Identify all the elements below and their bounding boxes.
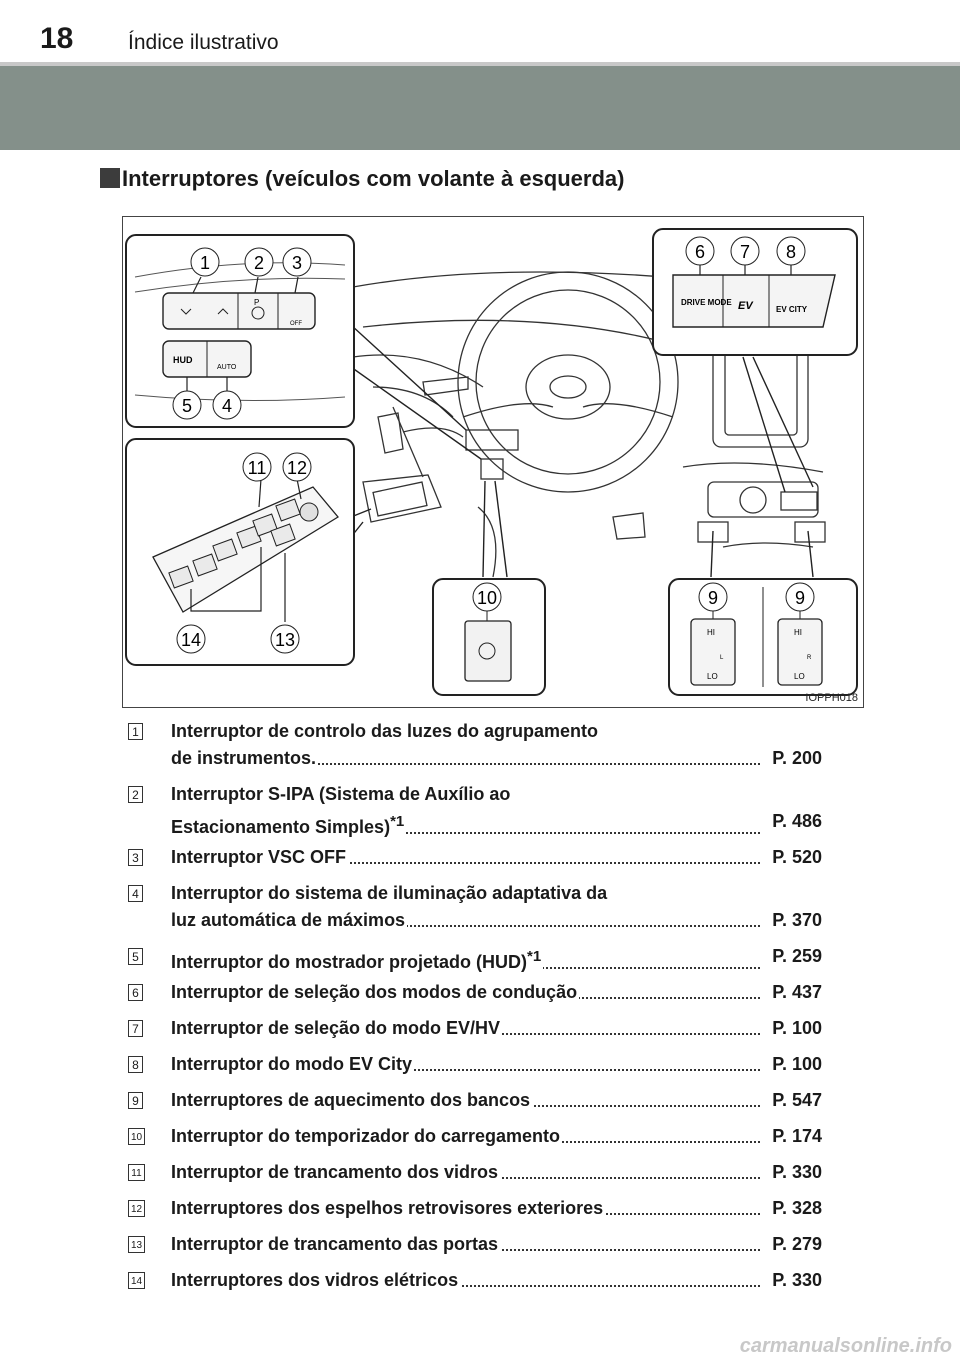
callout-10: 10 <box>477 588 497 608</box>
lo-label-left: LO <box>707 672 718 681</box>
legend-number-badge: 8 <box>128 1056 143 1073</box>
legend-number-badge: 9 <box>128 1092 143 1109</box>
running-header: Índice ilustrativo <box>128 31 279 54</box>
legend-number-badge: 6 <box>128 984 143 1001</box>
legend-text: Estacionamento Simples) <box>171 817 391 837</box>
p-label: P <box>254 298 259 307</box>
legend-text: Interruptor de controlo das luzes do agr… <box>171 721 601 741</box>
callout-12: 12 <box>287 458 307 478</box>
callout-1: 1 <box>200 253 210 273</box>
legend-text: Interruptor de seleção do modo EV/HV <box>171 1018 503 1038</box>
watermark: carmanualsonline.info <box>739 1335 952 1357</box>
callout-9-right: 9 <box>795 588 805 608</box>
legend-number-badge: 11 <box>128 1164 145 1181</box>
callout-14: 14 <box>181 630 201 650</box>
hi-label-left: HI <box>707 628 715 637</box>
dashboard-illustration: P OFF HUD AUTO 1 2 3 4 5 <box>122 216 864 708</box>
inset-door-switches: 11 12 13 14 <box>125 438 355 666</box>
r-label: R <box>807 655 812 661</box>
footnote-mark: *1 <box>527 948 542 965</box>
callout-8: 8 <box>786 242 796 262</box>
inset-charging-timer: 10 <box>432 578 546 696</box>
ev-label: EV <box>738 300 754 312</box>
page-ref: P. 520 <box>768 844 822 871</box>
legend-text: Interruptores de aquecimento dos bancos <box>171 1090 533 1110</box>
legend-number-badge: 7 <box>128 1020 143 1037</box>
legend-text: Interruptor de trancamento dos vidros <box>171 1162 501 1182</box>
legend-text: Interruptor do mostrador projetado (HUD) <box>171 952 527 972</box>
page-ref: P. 330 <box>768 1159 822 1186</box>
inset-drive-mode-switches: DRIVE MODE EV EV CITY 6 7 8 <box>652 228 858 356</box>
legend-text: Interruptor de seleção dos modos de cond… <box>171 982 580 1002</box>
page-ref: P. 370 <box>768 907 822 934</box>
legend-number-badge: 4 <box>128 885 143 902</box>
section-heading: Interruptores (veículos com volante à es… <box>122 166 625 191</box>
callout-11: 11 <box>248 458 267 478</box>
callout-6: 6 <box>695 242 705 262</box>
off-label: OFF <box>290 321 302 327</box>
legend-number-badge: 5 <box>128 948 143 965</box>
legend-number-badge: 1 <box>128 723 143 740</box>
footnote-mark: *1 <box>390 813 405 830</box>
legend-text: luz automática de máximos <box>171 910 408 930</box>
page-ref: P. 100 <box>768 1015 822 1042</box>
page-ref: P. 279 <box>768 1231 822 1258</box>
lo-label-right: LO <box>794 672 805 681</box>
legend-text: Interruptores dos espelhos retrovisores … <box>171 1198 606 1218</box>
legend-text: de instrumentos. <box>171 748 319 768</box>
ev-city-label: EV CITY <box>776 305 808 314</box>
page-ref: P. 100 <box>768 1051 822 1078</box>
callout-7: 7 <box>740 242 750 262</box>
legend-number-badge: 13 <box>128 1236 145 1253</box>
inset-instrument-switches: P OFF HUD AUTO 1 2 3 4 5 <box>125 234 355 428</box>
page-ref: P. 259 <box>768 943 822 970</box>
legend-text: Interruptor VSC OFF <box>171 847 348 867</box>
hi-label-right: HI <box>794 628 802 637</box>
page-ref: P. 547 <box>768 1087 822 1114</box>
section-marker-square <box>100 168 120 188</box>
legend-text: Interruptor do sistema de iluminação ada… <box>171 883 610 903</box>
legend-number-badge: 10 <box>128 1128 145 1145</box>
legend-text: Interruptor do modo EV City <box>171 1054 414 1074</box>
auto-label: AUTO <box>217 364 237 371</box>
page-number: 18 <box>40 22 74 55</box>
legend-text: Interruptor S-IPA (Sistema de Auxílio ao <box>171 784 513 804</box>
page-ref: P. 328 <box>768 1195 822 1222</box>
callout-4: 4 <box>222 396 232 416</box>
callout-2: 2 <box>254 253 264 273</box>
legend-number-badge: 3 <box>128 849 143 866</box>
legend-text: Interruptor do temporizador do carregame… <box>171 1126 563 1146</box>
legend-text: Interruptores dos vidros elétricos <box>171 1270 461 1290</box>
legend-text: Interruptor de trancamento das portas <box>171 1234 501 1254</box>
page-ref: P. 486 <box>768 808 822 835</box>
callout-5: 5 <box>182 396 192 416</box>
callout-13: 13 <box>275 630 295 650</box>
page-ref: P. 174 <box>768 1123 822 1150</box>
drive-mode-label: DRIVE MODE <box>681 298 732 307</box>
page-ref: P. 330 <box>768 1267 822 1294</box>
legend-number-badge: 2 <box>128 786 143 803</box>
dashboard-drawing: P OFF HUD AUTO 1 2 3 4 5 <box>125 228 858 696</box>
callout-9-left: 9 <box>708 588 718 608</box>
legend-number-badge: 12 <box>128 1200 145 1217</box>
hud-label: HUD <box>173 355 193 365</box>
legend-number-badge: 14 <box>128 1272 145 1289</box>
page-ref: P. 437 <box>768 979 822 1006</box>
header-band <box>0 66 960 150</box>
figure-code: IOPPH018 <box>805 692 858 704</box>
page-ref: P. 200 <box>768 745 822 772</box>
callout-3: 3 <box>292 253 302 273</box>
header-rule <box>0 62 960 66</box>
l-label: L <box>720 655 724 661</box>
inset-seat-heaters: HI LO HI LO L R 9 9 <box>668 578 858 696</box>
